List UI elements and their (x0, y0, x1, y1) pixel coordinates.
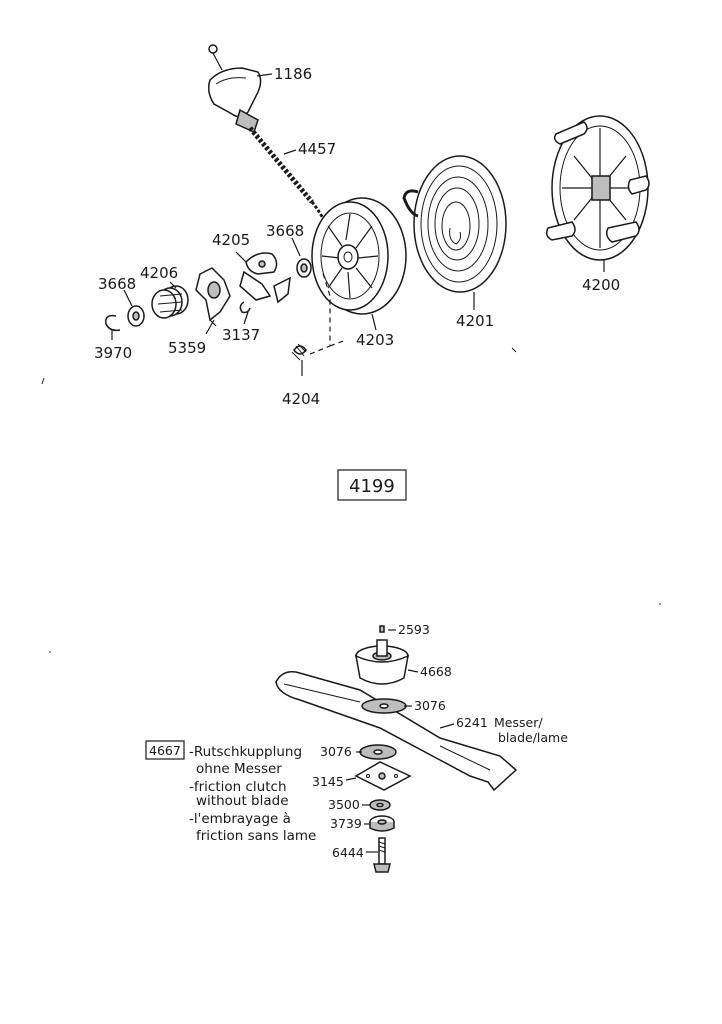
clutch-note-line-1: -Rutschkupplung (189, 744, 302, 760)
label-3739: 3739 (330, 816, 362, 831)
clutch-note-line-3: -friction clutch (189, 779, 287, 795)
starter-handle (207, 44, 262, 134)
label-4457: 4457 (298, 140, 336, 158)
label-6241: 6241 (456, 715, 488, 730)
label-1186: 1186 (274, 65, 312, 83)
group-number-box (337, 469, 407, 501)
label-4205: 4205 (212, 231, 250, 249)
clutch-note-line-2: ohne Messer (196, 761, 282, 777)
label-6444: 6444 (332, 845, 364, 860)
starter-housing (545, 115, 650, 261)
blade-desc-line2: blade/lame (498, 730, 568, 745)
clutch-cup (355, 639, 409, 685)
label-4203: 4203 (356, 331, 394, 349)
label-3076-upper: 3076 (414, 698, 446, 713)
label-3076-lower: 3076 (320, 744, 352, 759)
label-3970: 3970 (94, 344, 132, 362)
label-4201: 4201 (456, 312, 494, 330)
clutch-note-line-4: without blade (196, 793, 289, 809)
friction-disc-upper (361, 698, 407, 714)
ratchet (195, 267, 231, 327)
label-2593: 2593 (398, 622, 430, 637)
key-pin (379, 625, 385, 633)
clutch-note-line-5: -l'embrayage à (189, 811, 291, 827)
pawl-spring (151, 285, 189, 319)
label-3137: 3137 (222, 326, 260, 344)
label-4200: 4200 (582, 276, 620, 294)
spring-washer (369, 799, 391, 811)
label-4668: 4668 (420, 664, 452, 679)
label-3145: 3145 (312, 774, 344, 789)
clutch-note-id: 4667 (149, 743, 181, 758)
circlip (104, 314, 121, 332)
starter-pawl (239, 252, 291, 304)
label-4206: 4206 (140, 264, 178, 282)
label-5359: 5359 (168, 339, 206, 357)
return-spring (291, 269, 347, 361)
label-3668-upper: 3668 (266, 222, 304, 240)
blade-bolt (373, 837, 391, 873)
clutch-note-line-6: friction sans lame (196, 828, 316, 844)
mower-blade (275, 670, 518, 792)
label-4204: 4204 (282, 390, 320, 408)
washer-lower (127, 305, 145, 327)
retaining-clip (239, 301, 251, 314)
blade-desc-line1: Messer/ (494, 715, 543, 730)
clutch-plate (354, 761, 412, 791)
rewind-spring (402, 155, 507, 293)
label-3668-lower: 3668 (98, 275, 136, 293)
blade-nut (369, 815, 395, 832)
starter-pulley (311, 197, 407, 315)
clutch-note-box (145, 740, 185, 760)
washer-upper (296, 258, 312, 278)
label-3500: 3500 (328, 797, 360, 812)
friction-disc-lower (359, 744, 397, 760)
group-number: 4199 (349, 476, 395, 497)
